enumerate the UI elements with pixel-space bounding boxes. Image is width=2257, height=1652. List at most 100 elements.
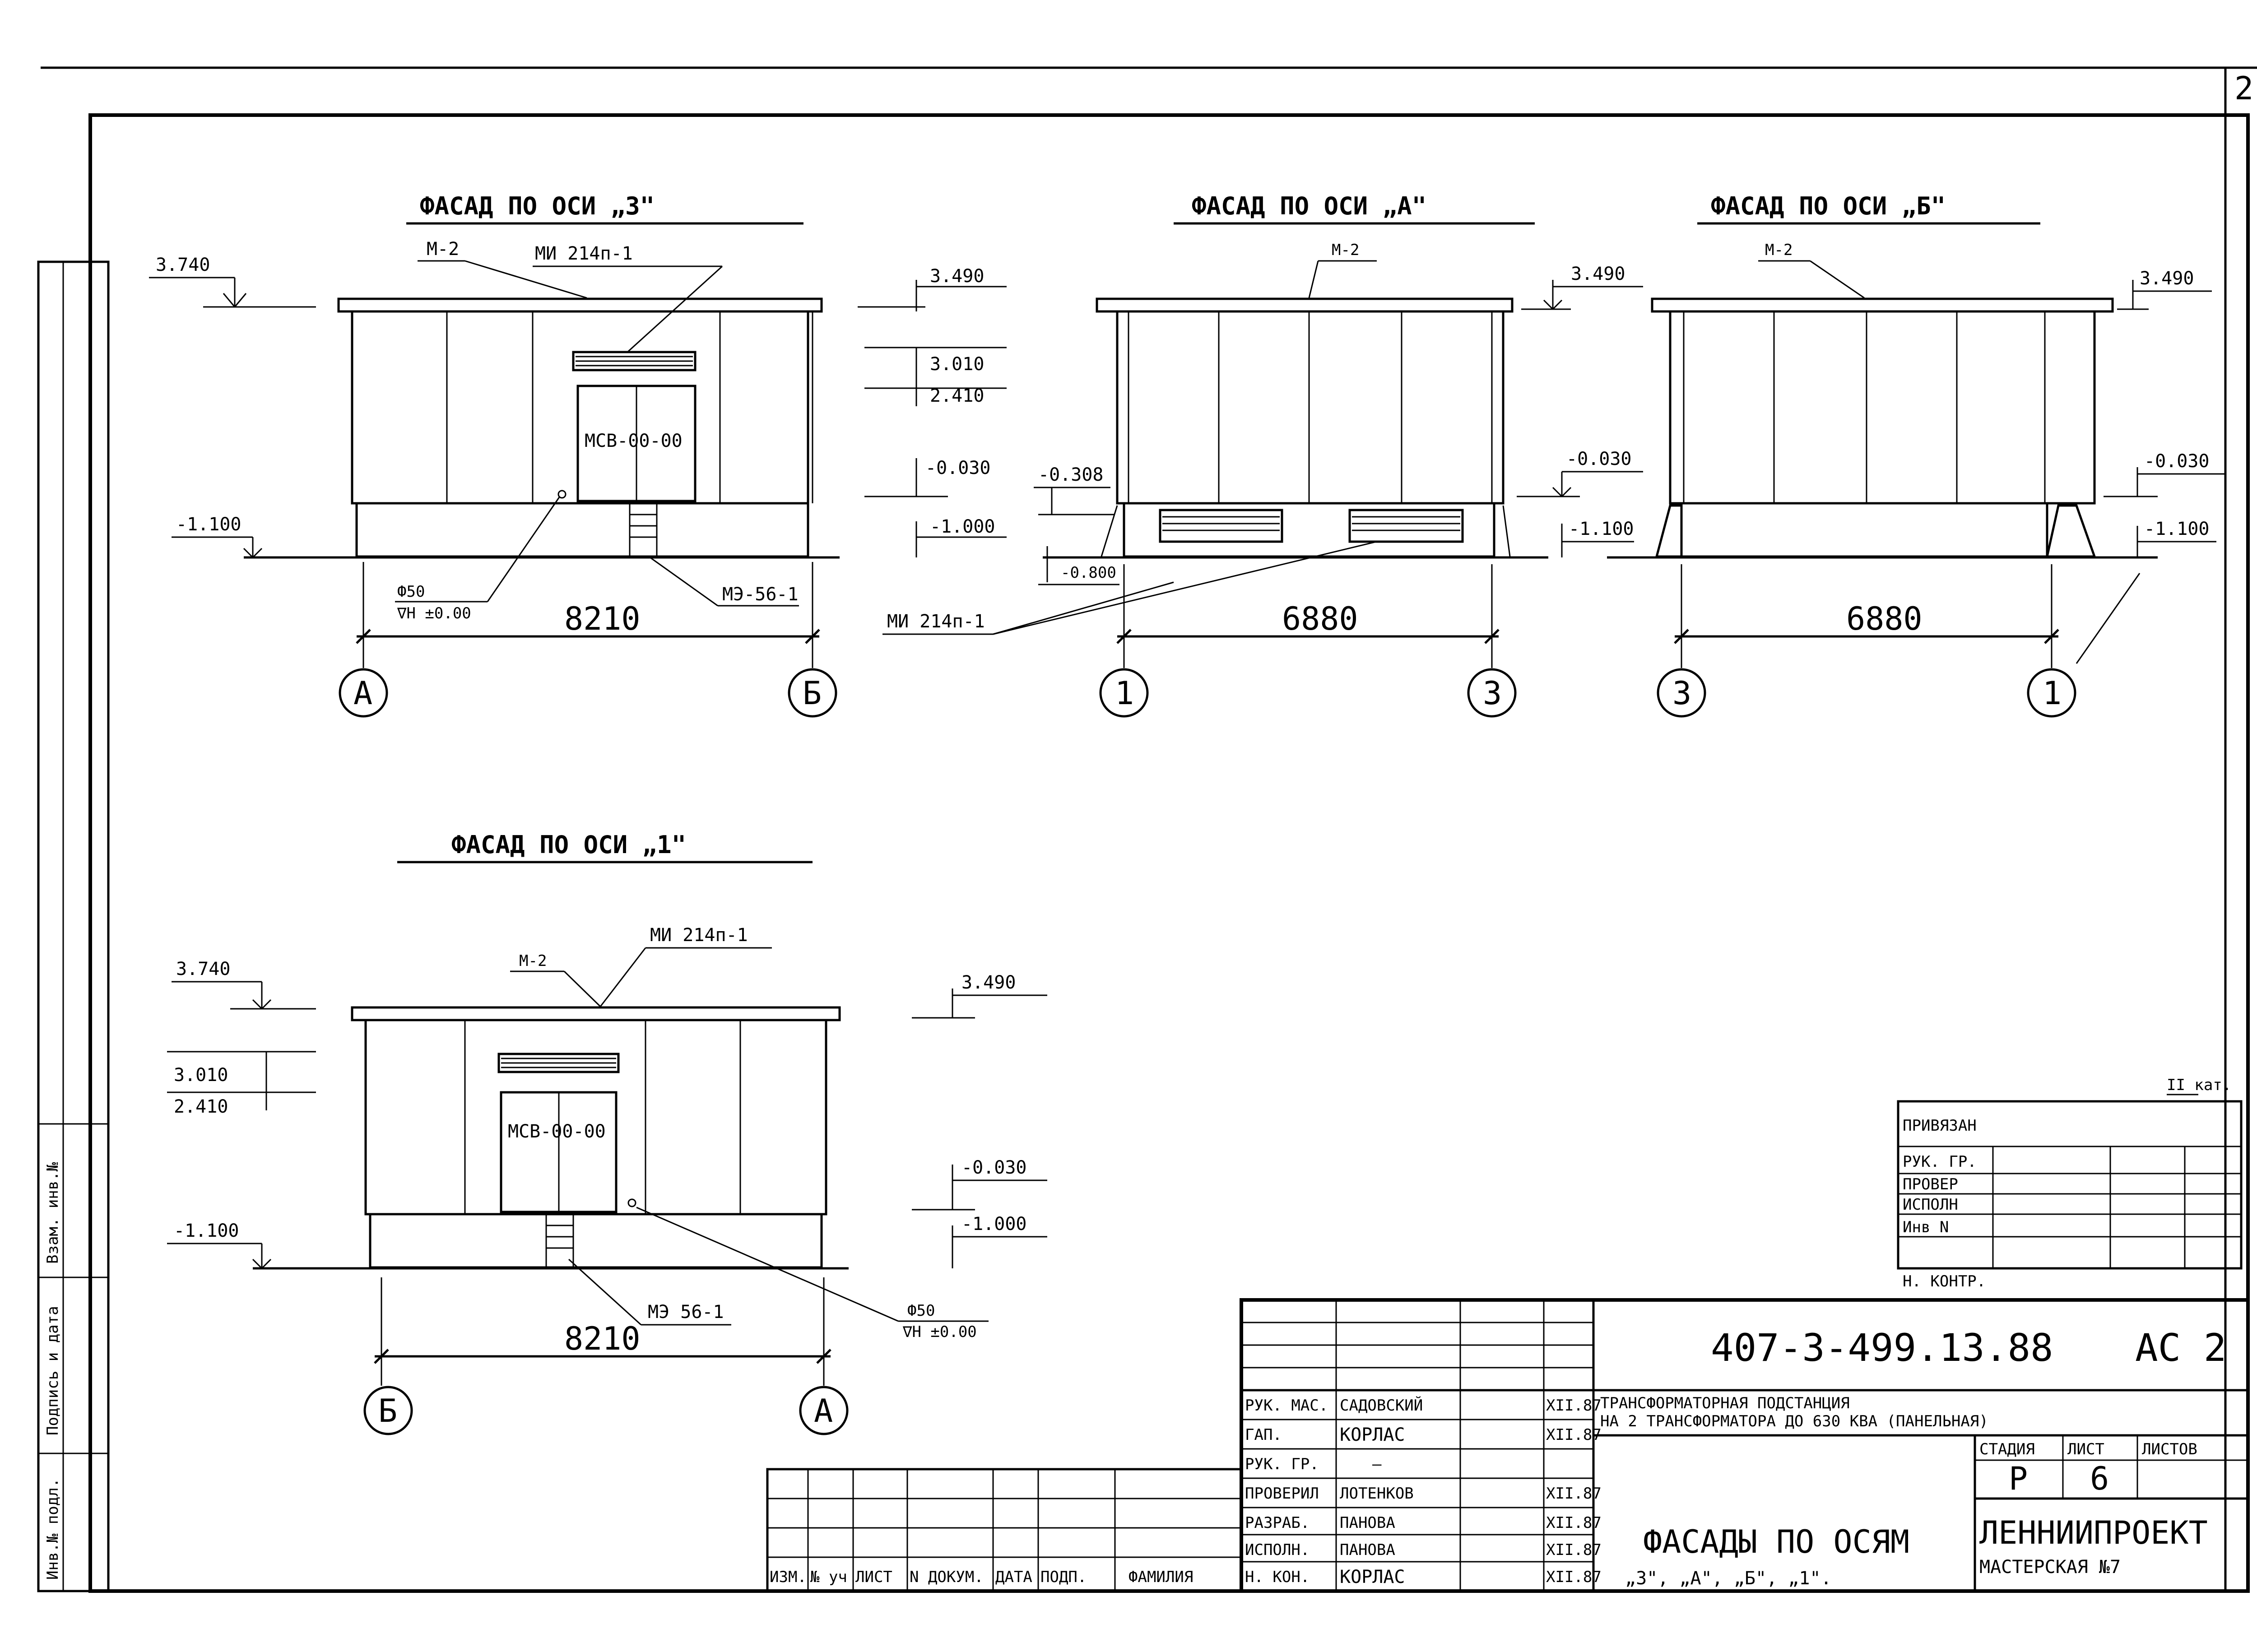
level-3490: 3.490 [1571,264,1625,284]
role-3: ПРОВЕРИЛ [1245,1485,1319,1503]
pipe-level: ∇Н ±0.00 [902,1323,977,1341]
level-3740: 3.740 [156,255,210,275]
project-line-1: ТРАНСФОРМАТОРНАЯ ПОДСТАНЦИЯ [1600,1394,1850,1412]
facade-a-title: ФАСАД ПО ОСИ „А" [1192,192,1426,220]
wall-panels [364,1019,827,1216]
grille-mark: МИ 214п-1 [535,243,633,264]
grille-mark: МИ 214п-1 [887,611,985,632]
role-4: РАЗРАБ. [1245,1514,1310,1532]
door-mark: МСВ-00-00 [585,431,683,451]
ch-uch: № уч [810,1568,847,1586]
axis-bubble-left [1657,668,1706,718]
title-block-frame [1240,1298,2250,1593]
category-label: II кат. [2167,1076,2231,1094]
m2-mark: М-2 [1765,241,1793,259]
axis-bubble-right [1467,668,1517,718]
ch-list: ЛИСТ [855,1568,892,1586]
axis-bubble-left [1099,668,1149,718]
level-3010: 3.010 [174,1065,228,1086]
axis-left-label: 1 [1115,675,1134,712]
vent-grille [572,351,697,371]
m2-mark: М-2 [519,952,547,970]
level-m1000: -1.000 [961,1214,1027,1234]
level-m0030: -0.030 [925,458,991,478]
row-prover: ПРОВЕР [1903,1175,1958,1193]
plinth-wing-right [2045,504,2096,558]
row-ruk-gr: РУК. ГР. [1903,1153,1977,1171]
plinth-wing-left [1655,504,1683,558]
left-strip: Инв.№ подл. Подпись и дата Взам. инв.№ [37,260,110,1592]
date-4: XII.87 [1546,1514,1602,1532]
stair [629,502,658,557]
role-5: ИСПОЛН. [1245,1541,1310,1559]
strip-label-replace: Взам. инв.№ [44,1162,62,1264]
level-m1100: -1.100 [176,514,241,535]
m2-mark: М-2 [1332,241,1359,259]
role-2: РУК. ГР. [1245,1455,1319,1473]
facade-axis-a: ФАСАД ПО ОСИ „А" М-2 МИ 214п-1 6880 1 3 [882,192,1643,718]
axis-bubble-left [363,1386,413,1435]
axis-right-label: Б [803,675,822,712]
level-m0030: -0.030 [961,1157,1027,1178]
row-ispoln: ИСПОЛН [1903,1196,1958,1214]
role-1: ГАП. [1245,1426,1282,1444]
drawing-title-1: ФАСАДЫ ПО ОСЯМ [1643,1523,1909,1560]
wall-panels [1116,310,1505,505]
sheet-value: 6 [2090,1460,2109,1497]
org-line-1: ЛЕННИИПРОЕКТ [1979,1514,2208,1551]
project-line-2: НА 2 ТРАНСФОРМАТОРА ДО 630 КВА (ПАНЕЛЬНА… [1600,1412,1988,1430]
name-1: КОРЛАС [1340,1425,1405,1445]
roof-slab [351,1006,841,1021]
level-m1000: -1.000 [930,516,995,537]
facade-axis-b: ФАСАД ПО ОСИ „Б" М-2 6880 3 1 3.490 -0.0… [1607,192,2225,718]
stage-value: Р [2009,1460,2028,1497]
level-m0308: -0.308 [1038,464,1104,485]
axis-right-label: А [814,1392,833,1429]
change-table: ИЗМ. № уч ЛИСТ N ДОКУМ. ДАТА ПОДП. ФАМИЛ… [766,1468,1243,1592]
drawing-title-2: „3", „А", „Б", „1". [1625,1568,1832,1589]
m2-mark: М-2 [427,239,459,260]
name-5: ПАНОВА [1340,1541,1395,1559]
plinth [1680,502,2048,558]
org-line-2: МАСТЕРСКАЯ №7 [1979,1557,2121,1578]
row-n-kontr: Н. КОНТР. [1903,1272,1986,1290]
strip-label-inv: Инв.№ подл. [44,1478,62,1580]
ch-izm: ИЗМ. [770,1568,807,1586]
dim-width: 6880 [1846,600,1923,637]
level-m1100: -1.100 [1569,519,1634,539]
facade-axis-3: ФАСАД ПО ОСИ „3" МСВ-00-00 М-2 МИ 214п-1… [149,192,1007,718]
sheets-header: ЛИСТОВ [2142,1440,2197,1458]
pipe-mark: Ф50 [397,583,425,601]
name-2: — [1372,1455,1382,1473]
binding-table: II кат. ПРИВЯЗАН РУК. ГР. ПРОВЕР ИСПОЛН … [1897,1076,2243,1290]
axis-bubble-right [788,668,837,718]
date-0: XII.87 [1546,1397,1602,1415]
level-3490: 3.490 [930,266,984,287]
plinth [355,502,809,558]
level-2410: 2.410 [174,1096,228,1117]
grille-mark: МИ 214п-1 [650,925,748,946]
role-6: Н. КОН. [1245,1568,1310,1586]
axis-right-label: 1 [2043,675,2062,712]
role-0: РУК. МАС. [1245,1397,1328,1415]
axis-left-label: 3 [1672,675,1691,712]
door-mark: МСВ-00-00 [508,1121,606,1142]
row-privyazan: ПРИВЯЗАН [1903,1117,1977,1135]
axis-left-label: Б [378,1392,397,1429]
level-m1100: -1.100 [174,1220,239,1241]
vent-grille-1 [1159,509,1283,543]
dim-width: 8210 [564,1320,641,1357]
ch-doc: N ДОКУМ. [910,1568,984,1586]
date-6: XII.87 [1546,1568,1602,1586]
pipe-level: ∇Н ±0.00 [397,604,471,622]
level-3490: 3.490 [961,972,1016,993]
ch-date: ДАТА [995,1568,1032,1586]
axis-bubble-right [2027,668,2076,718]
pipe-mark: Ф50 [907,1302,935,1320]
axis-right-label: 3 [1483,675,1502,712]
level-m0800: -0.800 [1061,564,1116,582]
axis-bubble-right [799,1386,849,1435]
vent-grille-2 [1348,509,1464,543]
roof-slab [337,297,823,313]
